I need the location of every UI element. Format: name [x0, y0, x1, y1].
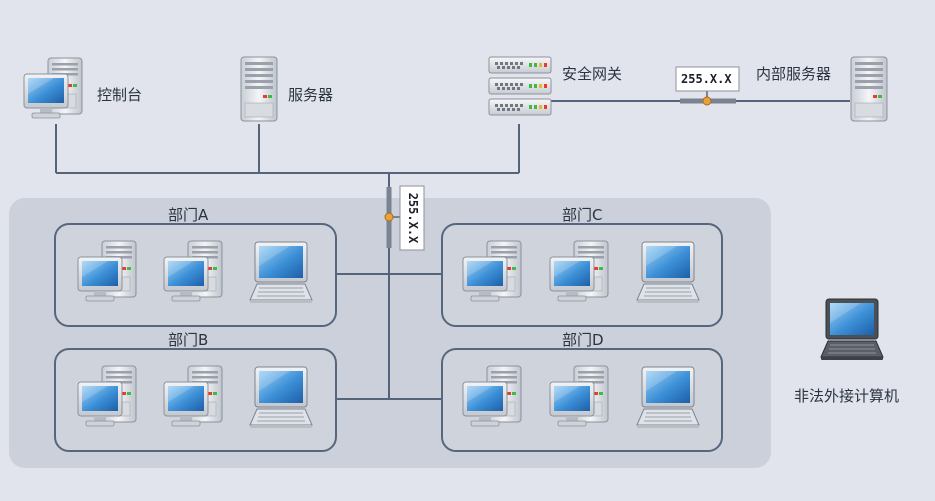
core-ip-tag-text: 255.X.X	[406, 192, 420, 244]
core-ip-tag-icon	[384, 185, 425, 251]
department-b-label: 部门B	[168, 331, 209, 349]
department-a-label: 部门A	[168, 206, 209, 224]
gateway-ip-tag-icon	[675, 66, 740, 106]
gateway-label: 安全网关	[562, 65, 623, 83]
console-pc-icon	[23, 57, 83, 119]
department-d-label: 部门D	[562, 331, 604, 349]
dept-b-laptop-icon	[249, 366, 313, 429]
illegal-laptop-icon	[820, 298, 884, 361]
internal-server-label: 内部服务器	[756, 65, 832, 83]
security-gateway-icon	[488, 56, 552, 116]
server-label: 服务器	[288, 86, 334, 104]
gateway-ip-tag-text: 255.X.X	[681, 72, 732, 86]
dept-a-laptop-icon	[249, 241, 313, 304]
dept-d-laptop-icon	[636, 366, 700, 429]
server-icon	[240, 56, 278, 122]
department-c-label: 部门C	[562, 206, 603, 224]
console-label: 控制台	[97, 86, 143, 104]
internal-server-icon	[850, 56, 888, 122]
illegal-device-label: 非法外接计算机	[794, 387, 900, 405]
dept-c-laptop-icon	[636, 241, 700, 304]
